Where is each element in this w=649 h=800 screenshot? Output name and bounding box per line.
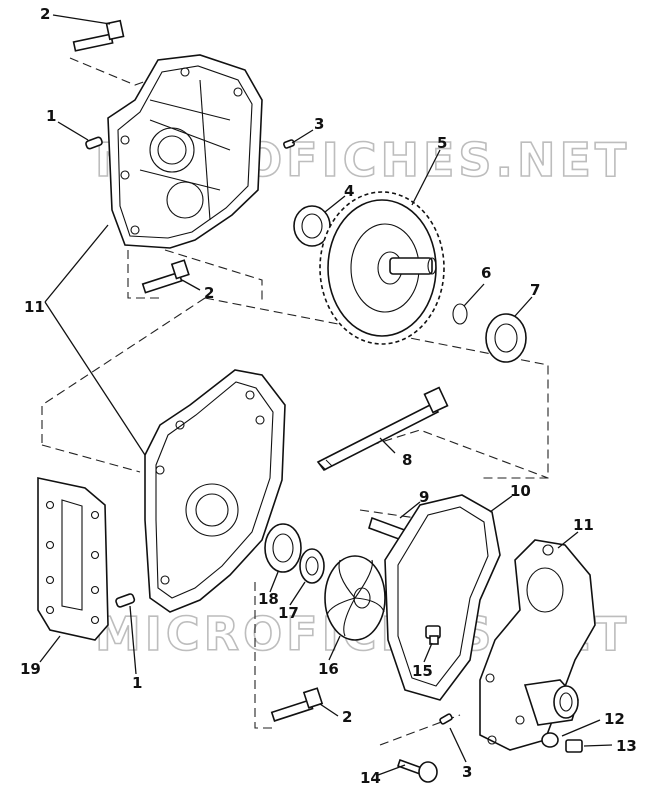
callout-17: 17 xyxy=(278,604,299,622)
callout-3-upper: 3 xyxy=(314,115,324,133)
callout-11-left: 11 xyxy=(24,298,45,316)
callout-1-lower: 1 xyxy=(132,674,142,692)
pump-gasket-10 xyxy=(384,494,501,701)
impeller xyxy=(324,555,386,641)
callout-9: 9 xyxy=(419,488,429,506)
seal-18 xyxy=(264,523,302,573)
washer-17 xyxy=(299,548,325,584)
bolt-upper-lower xyxy=(141,259,190,294)
callout-18: 18 xyxy=(258,590,279,608)
driven-gear xyxy=(319,191,445,345)
callout-15: 15 xyxy=(412,662,433,680)
callout-2-top: 2 xyxy=(40,5,50,23)
callout-14: 14 xyxy=(360,769,381,787)
gasket-19 xyxy=(37,477,109,641)
callout-10: 10 xyxy=(510,482,531,500)
callout-5: 5 xyxy=(437,134,447,152)
snap-ring xyxy=(452,303,468,325)
leader-lines xyxy=(39,14,613,776)
upper-gear-case-housing xyxy=(107,54,263,249)
bearing-7 xyxy=(485,313,527,363)
callout-7: 7 xyxy=(530,281,540,299)
bolt-13 xyxy=(565,739,583,753)
callout-2-bottom: 2 xyxy=(342,708,352,726)
lower-gear-case-housing xyxy=(144,369,286,613)
dowel-pin-lower xyxy=(115,593,136,608)
callout-19: 19 xyxy=(20,660,41,678)
callout-8: 8 xyxy=(402,451,412,469)
callout-1-upper: 1 xyxy=(46,107,56,125)
bolt-top xyxy=(72,19,125,52)
bolt-14 xyxy=(396,758,438,783)
callout-4: 4 xyxy=(344,182,354,200)
callout-12: 12 xyxy=(604,710,625,728)
dowel-pin-upper xyxy=(85,136,103,150)
callout-2-middle: 2 xyxy=(204,284,214,302)
washer-12 xyxy=(541,732,559,748)
dowel-pin-small-lower xyxy=(439,713,453,725)
callout-6: 6 xyxy=(481,264,491,282)
callout-13: 13 xyxy=(616,737,637,755)
water-pump-cover xyxy=(479,539,596,751)
drain-plug-15 xyxy=(425,625,441,645)
bolt-bottom xyxy=(270,687,324,722)
long-through-bolt xyxy=(316,386,449,472)
callout-11-right: 11 xyxy=(573,516,594,534)
callout-16: 16 xyxy=(318,660,339,678)
callout-3-lower: 3 xyxy=(462,763,472,781)
